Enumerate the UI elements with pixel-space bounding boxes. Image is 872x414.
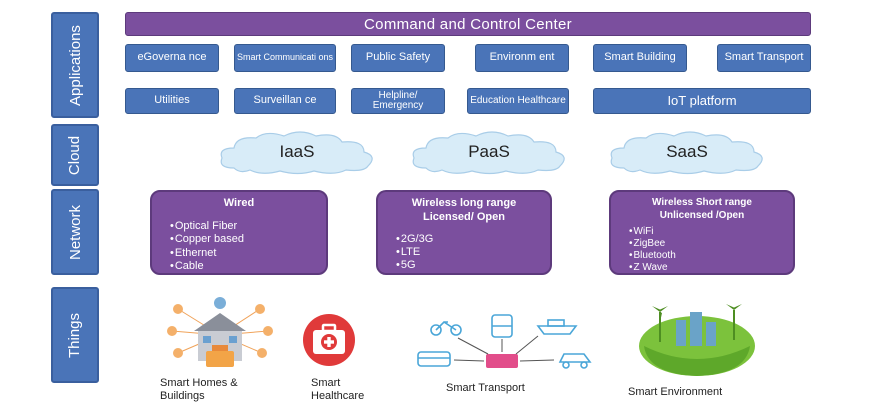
- layer-network: Network: [51, 189, 99, 275]
- cloud-saas: SaaS: [604, 128, 770, 176]
- eco-globe-icon: [639, 304, 755, 376]
- cloud-saas-label: SaaS: [666, 142, 708, 161]
- layer-cloud: Cloud: [51, 124, 99, 186]
- list-item: Optical Fiber: [170, 220, 326, 233]
- transport-network-icon: [417, 314, 592, 369]
- app-environment: Environm ent: [475, 44, 569, 72]
- app-helpline-emergency: Helpline/ Emergency: [351, 88, 445, 114]
- cloud-shape-icon: [412, 131, 565, 175]
- app-smart-building: Smart Building: [593, 44, 687, 72]
- list-item: Ethernet: [170, 247, 326, 260]
- list-item: 5G: [396, 259, 550, 272]
- app-education-healthcare: Education Healthcare: [467, 88, 569, 114]
- app-utilities: Utilities: [125, 88, 219, 114]
- app-public-safety: Public Safety: [351, 44, 445, 72]
- network-short-range-title: Wireless Short range Unlicensed /Open: [652, 197, 752, 221]
- network-wired-list: Optical Fiber Copper based Ethernet Cabl…: [170, 220, 326, 273]
- layer-things: Things: [51, 287, 99, 383]
- layer-applications-label: Applications: [66, 24, 84, 106]
- app-smart-transport: Smart Transport: [717, 44, 811, 72]
- layer-things-label: Things: [66, 312, 84, 358]
- list-item: Z Wave: [629, 262, 793, 274]
- medical-kit-icon: [303, 314, 355, 366]
- app-smart-communications: Smart Communicati ons: [234, 44, 336, 72]
- cloud-shape-icon: [610, 131, 763, 175]
- app-iot-platform: IoT platform: [593, 88, 811, 114]
- smart-home-icon: [167, 297, 273, 367]
- network-long-range: Wireless long range Licensed/ Open 2G/3G…: [376, 190, 552, 275]
- network-wired: Wired Optical Fiber Copper based Etherne…: [150, 190, 328, 275]
- cloud-paas-label: PaaS: [468, 142, 510, 161]
- thing-smart-homes-label: Smart Homes & Buildings: [160, 377, 238, 403]
- network-short-range-list: WiFi ZigBee Bluetooth Z Wave: [629, 226, 793, 274]
- network-short-range: Wireless Short range Unlicensed /Open Wi…: [609, 190, 795, 275]
- command-center-banner: Command and Control Center: [125, 12, 811, 36]
- cloud-shape-icon: [220, 131, 373, 175]
- network-long-range-title: Wireless long range Licensed/ Open: [411, 197, 517, 224]
- list-item: ZigBee: [629, 238, 793, 250]
- cloud-iaas: IaaS: [214, 128, 380, 176]
- network-long-range-list: 2G/3G LTE 5G: [396, 233, 550, 273]
- app-surveillance: Surveillan ce: [234, 88, 336, 114]
- cloud-paas: PaaS: [406, 128, 572, 176]
- layer-applications: Applications: [51, 12, 99, 118]
- list-item: LTE: [396, 246, 550, 259]
- layer-network-label: Network: [66, 204, 84, 260]
- thing-smart-environment-label: Smart Environment: [628, 386, 723, 398]
- list-item: Copper based: [170, 233, 326, 246]
- app-egovernance: eGoverna nce: [125, 44, 219, 72]
- list-item: 2G/3G: [396, 233, 550, 246]
- layer-cloud-label: Cloud: [66, 135, 84, 175]
- thing-smart-healthcare-label: Smart Healthcare: [311, 377, 365, 403]
- list-item: WiFi: [629, 226, 793, 238]
- network-wired-title: Wired: [223, 197, 255, 209]
- list-item: Bluetooth: [629, 250, 793, 262]
- cloud-iaas-label: IaaS: [279, 142, 315, 161]
- thing-smart-transport-label: Smart Transport: [446, 382, 525, 394]
- list-item: Cable: [170, 260, 326, 273]
